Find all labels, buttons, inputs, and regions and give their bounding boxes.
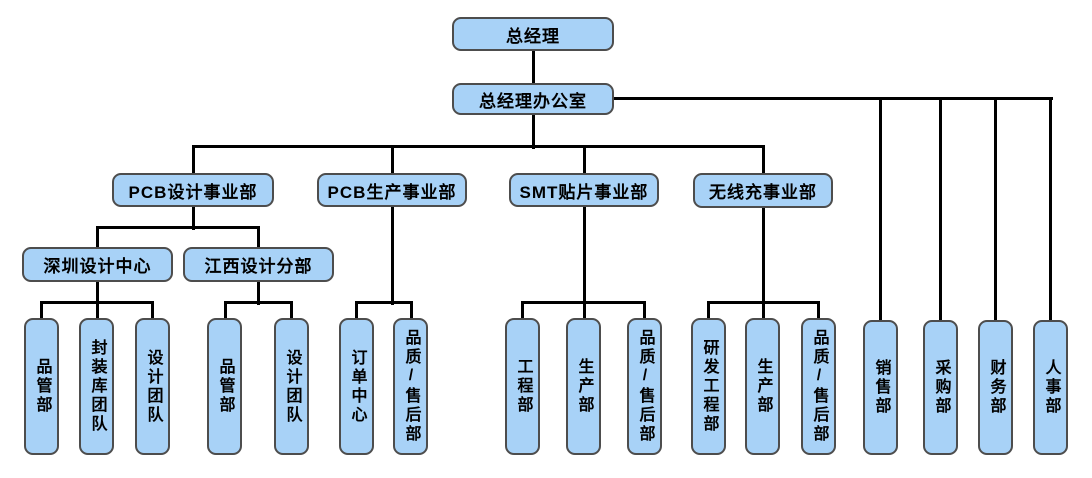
connector-line [1048, 96, 1052, 323]
org-node-d2: PCB生产事业部 [317, 173, 467, 207]
org-node-label: 品质/售后部 [402, 329, 420, 444]
org-node-b17: 人事部 [1033, 320, 1068, 455]
org-node-label: SMT贴片事业部 [519, 182, 649, 202]
org-node-label: 人事部 [1042, 359, 1060, 416]
org-node-gm: 总经理 [452, 17, 614, 51]
org-node-b7: 品质/售后部 [393, 318, 428, 455]
connector-line [390, 144, 394, 176]
org-node-label: PCB设计事业部 [128, 182, 258, 202]
connector-line [993, 300, 997, 323]
connector-line [289, 300, 293, 321]
connector-line [1048, 300, 1052, 323]
connector-line [816, 300, 820, 321]
connector-line [582, 300, 586, 321]
connector-line [256, 225, 260, 250]
org-node-b9: 生产部 [566, 318, 601, 455]
connector-line [761, 144, 765, 176]
connector-line [95, 225, 260, 229]
org-node-label: 江西设计分部 [204, 257, 313, 276]
connector-line [938, 300, 942, 323]
connector-line [95, 279, 99, 305]
org-node-d4: 无线充事业部 [693, 173, 833, 208]
connector-line [223, 300, 293, 304]
org-node-label: 总经理 [506, 26, 560, 46]
connector-line [409, 300, 413, 321]
org-node-label: 生产部 [575, 358, 593, 415]
connector-line [706, 300, 710, 321]
connector-line [761, 205, 765, 305]
org-node-label: 销售部 [872, 359, 890, 416]
connector-line [878, 300, 882, 323]
org-node-label: 设计团队 [283, 348, 301, 425]
connector-line [520, 300, 524, 321]
connector-line [761, 300, 765, 321]
org-node-label: 工程部 [514, 358, 532, 415]
org-node-b2: 封装库团队 [79, 318, 114, 455]
org-node-label: 无线充事业部 [709, 183, 817, 202]
connector-line [95, 225, 99, 250]
org-node-b14: 销售部 [863, 320, 898, 455]
org-node-b12: 生产部 [745, 318, 780, 455]
org-node-label: 封装库团队 [88, 339, 106, 434]
org-node-b1: 品管部 [24, 318, 59, 455]
org-node-b16: 财务部 [978, 320, 1013, 455]
connector-line [612, 96, 1053, 100]
org-node-label: 财务部 [987, 359, 1005, 416]
connector-line [582, 204, 586, 305]
org-node-label: 研发工程部 [700, 339, 718, 434]
connector-line [531, 49, 535, 86]
org-node-b10: 品质/售后部 [627, 318, 662, 455]
org-node-b11: 研发工程部 [691, 318, 726, 455]
org-node-d3: SMT贴片事业部 [509, 173, 659, 207]
connector-line [582, 144, 586, 176]
org-node-sz: 深圳设计中心 [22, 247, 173, 282]
connector-line [354, 300, 358, 321]
org-node-b3: 设计团队 [135, 318, 170, 455]
org-node-label: 品管部 [216, 358, 234, 415]
connector-line [354, 300, 413, 304]
connector-line [191, 204, 195, 230]
connector-line [223, 300, 227, 321]
connector-line [390, 204, 394, 305]
org-node-b15: 采购部 [923, 320, 958, 455]
connector-line [150, 300, 154, 321]
connector-line [95, 300, 99, 321]
org-node-b8: 工程部 [505, 318, 540, 455]
org-node-label: 订单中心 [348, 348, 366, 425]
connector-line [191, 144, 195, 176]
org-node-label: 生产部 [754, 358, 772, 415]
org-node-d1: PCB设计事业部 [112, 173, 274, 207]
org-node-label: 深圳设计中心 [43, 257, 152, 276]
org-node-b4: 品管部 [207, 318, 242, 455]
org-node-label: 品质/售后部 [810, 329, 828, 444]
org-node-label: 设计团队 [144, 348, 162, 425]
connector-line [39, 300, 43, 321]
org-node-label: 采购部 [932, 359, 950, 416]
org-node-label: 品管部 [33, 358, 51, 415]
org-node-b13: 品质/售后部 [801, 318, 836, 455]
org-node-gmo: 总经理办公室 [452, 83, 614, 115]
connector-line [642, 300, 646, 321]
connector-line [256, 279, 260, 305]
org-node-label: PCB生产事业部 [327, 182, 457, 202]
connector-line [938, 96, 942, 323]
connector-line [878, 96, 882, 323]
org-node-b6: 订单中心 [339, 318, 374, 455]
org-node-jx: 江西设计分部 [183, 247, 334, 282]
org-node-label: 总经理办公室 [479, 91, 587, 111]
connector-line [993, 96, 997, 323]
connector-line [531, 112, 535, 149]
connector-line [191, 144, 765, 148]
org-node-label: 品质/售后部 [636, 329, 654, 444]
org-node-b5: 设计团队 [274, 318, 309, 455]
